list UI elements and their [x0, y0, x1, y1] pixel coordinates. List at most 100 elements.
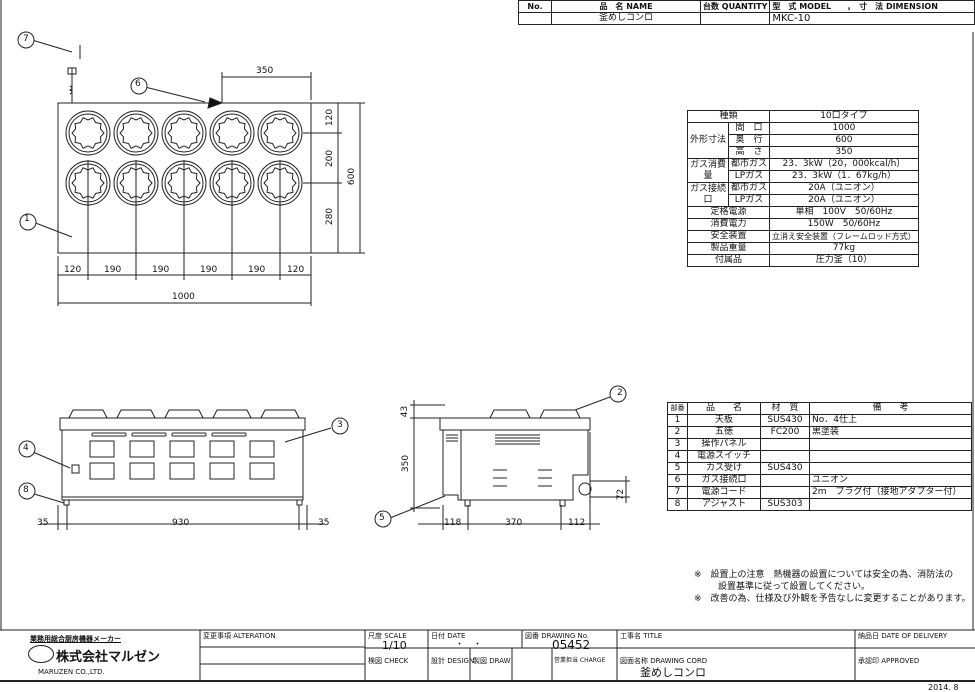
delivery-label: 納品日 DATE OF DELIVERY	[858, 632, 948, 640]
panel-slot	[211, 432, 247, 437]
side-grates	[489, 409, 581, 419]
spec-label: 付属品	[686, 254, 771, 267]
burner-icon	[113, 110, 159, 156]
side-top-plate	[439, 417, 591, 431]
front-grate-icon	[68, 409, 108, 419]
front-grate-icon	[212, 409, 252, 419]
row-quantity	[699, 12, 771, 25]
control-panel-window	[169, 462, 195, 480]
callout-circle	[18, 440, 36, 458]
scale-value: 1/10	[382, 639, 407, 652]
burner-ring	[65, 110, 111, 156]
drawing-no-value: 05452	[552, 638, 591, 652]
burner-grate	[263, 167, 297, 199]
title-block-lines	[199, 630, 975, 681]
burner-ring	[209, 110, 255, 156]
dim-label: 190	[248, 265, 266, 275]
control-panel-window	[169, 440, 195, 458]
dim-label: 930	[172, 518, 190, 528]
spec-value: 圧力釜（10）	[769, 254, 919, 267]
control-panel-window	[249, 462, 275, 480]
dim-label: 190	[200, 265, 218, 275]
company-logo-icon	[28, 645, 54, 663]
control-panel-window	[209, 440, 235, 458]
control-panel-window	[249, 440, 275, 458]
dim-label: 120	[64, 265, 82, 275]
callout-circle	[19, 213, 37, 231]
power-switch-icon	[71, 464, 80, 474]
callout-6: 6	[135, 79, 141, 89]
callout-circle	[130, 77, 148, 95]
dim-label: 1000	[172, 292, 195, 302]
callout-circle	[609, 385, 627, 403]
spec-label: ガス接続口	[686, 182, 730, 207]
dim-lines-right	[303, 102, 365, 254]
alteration-label: 変更事項 ALTERATION	[203, 632, 276, 640]
dim-350	[221, 72, 312, 103]
burner-ring	[161, 110, 207, 156]
callout-5: 5	[379, 513, 385, 523]
front-grate-icon	[164, 409, 204, 419]
burner-grate	[167, 167, 201, 199]
note-2: ※ 改善の為、仕様及び外観を予告なしに変更することがあります。	[694, 594, 971, 604]
front-grates	[68, 409, 300, 419]
burner-ring-inner	[164, 113, 204, 153]
callout-1: 1	[24, 214, 30, 224]
side-view	[410, 400, 630, 530]
callout-circle	[17, 31, 35, 49]
dim-350-label: 350	[256, 66, 274, 76]
note-1: ※ 設置上の注意 熱機器の設置については安全の為、消防法の	[694, 570, 954, 580]
vent-slots	[446, 434, 552, 487]
design-label: 設計 DESIGN	[431, 657, 475, 665]
callout-circle	[331, 417, 349, 435]
gas-connector-icon	[578, 482, 592, 496]
dim-label: 120	[287, 265, 305, 275]
control-panel-window	[209, 462, 235, 480]
note-1-cont: 設置基準に従って設置してください。	[718, 582, 871, 592]
dim-label: 190	[104, 265, 122, 275]
front-view	[40, 409, 325, 530]
dim-lines-bottom	[57, 160, 312, 306]
burner-icon	[161, 110, 207, 156]
draw-label: 製図 DRAW	[473, 657, 511, 665]
title-label: 工事名 TITLE	[620, 632, 663, 640]
drawing-cord-value: 釜めしコンロ	[640, 666, 706, 679]
power-cord-icon	[67, 45, 81, 103]
burner-grate	[71, 167, 105, 199]
callout-circles	[17, 31, 627, 528]
burner-ring-inner	[212, 113, 252, 153]
date-value: ・ ・	[455, 640, 483, 650]
burner-grate	[215, 167, 249, 199]
side-foot-2	[559, 499, 566, 507]
dim-lines-front	[40, 505, 325, 530]
burner-grate	[119, 117, 153, 149]
burner-ring-inner	[68, 113, 108, 153]
dim-label: 190	[152, 265, 170, 275]
burner-ring-inner	[260, 113, 300, 153]
dim-label: 35	[318, 518, 330, 528]
maker-tagline: 業務用総合厨房機器メーカー	[30, 635, 121, 643]
front-grate-icon	[116, 409, 156, 419]
control-panel-window	[89, 440, 115, 458]
company-name: 株式会社マルゼン	[56, 650, 161, 665]
burner-grate	[263, 117, 297, 149]
dim-label: 118	[444, 518, 462, 528]
burner-icon	[257, 110, 303, 156]
callout-2: 2	[617, 388, 623, 398]
side-body	[442, 430, 589, 501]
dim-lines-side	[410, 400, 630, 530]
spec-label: ガス消費量	[686, 158, 730, 183]
gas-inlet-marker	[207, 97, 224, 109]
revision-date: 2014. 8	[928, 683, 959, 692]
scale-label: 尺度 SCALE	[368, 632, 407, 640]
callout-8: 8	[23, 485, 29, 495]
callout-4: 4	[23, 443, 29, 453]
parts-cell	[809, 498, 972, 511]
burner-grate	[71, 117, 105, 149]
burner-grate	[119, 167, 153, 199]
